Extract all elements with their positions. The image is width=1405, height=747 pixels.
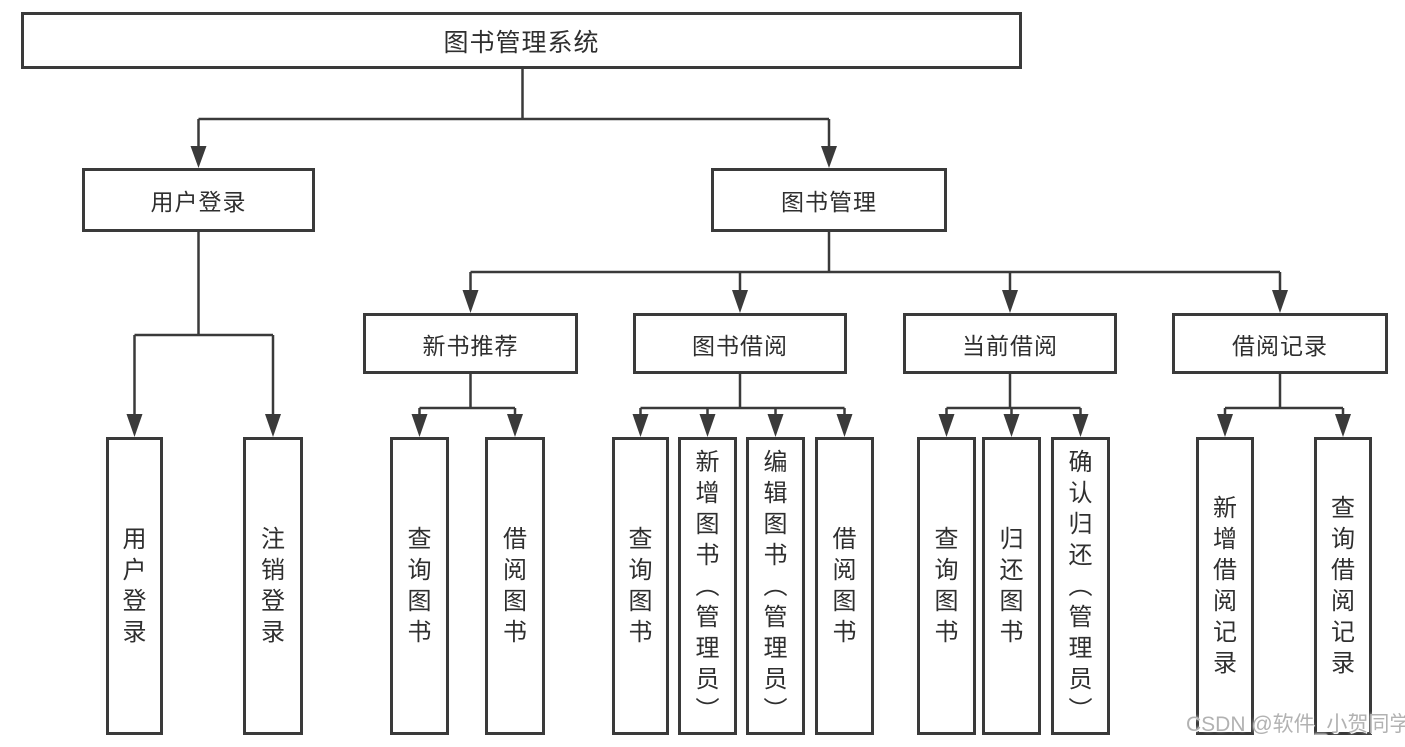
node-book-management: 图书管理: [711, 168, 947, 232]
node-label: 查 询 图 书: [934, 526, 959, 646]
node-label: 图书管理: [781, 189, 877, 215]
node-label: 查 询 图 书: [407, 526, 432, 646]
leaf-query-books-3: 查 询 图 书: [917, 437, 976, 735]
leaf-query-books-1: 查 询 图 书: [390, 437, 449, 735]
node-label: 借阅记录: [1232, 332, 1328, 359]
connectors-user-login: [126, 231, 281, 437]
node-book-borrowing: 图书借阅: [633, 313, 847, 374]
node-label: 用 户 登 录: [122, 526, 147, 646]
node-label: 新书推荐: [422, 332, 519, 359]
node-current-borrowing: 当前借阅: [903, 313, 1117, 374]
leaf-user-login: 用 户 登 录: [106, 437, 163, 735]
leaf-return-books: 归 还 图 书: [982, 437, 1041, 735]
leaf-borrow-books-1: 借 阅 图 书: [485, 437, 545, 735]
node-label: 编 辑 图 书 ︵ 管 理 员 ︶: [763, 448, 788, 724]
leaf-query-borrow-record: 查 询 借 阅 记 录: [1314, 437, 1372, 735]
leaf-logout: 注 销 登 录: [243, 437, 303, 735]
leaf-confirm-return-admin: 确 认 归 还 ︵ 管 理 员 ︶: [1051, 437, 1110, 735]
connectors-root: [190, 68, 837, 168]
node-label: 图书借阅: [692, 332, 788, 359]
node-user-login: 用户登录: [82, 168, 315, 232]
leaf-query-books-2: 查 询 图 书: [612, 437, 669, 735]
node-borrow-records: 借阅记录: [1172, 313, 1388, 374]
connectors-book-borrowing: [632, 372, 853, 437]
node-label: 新 增 借 阅 记 录: [1213, 495, 1237, 677]
node-label: 当前借阅: [962, 332, 1058, 359]
node-label: 注 销 登 录: [261, 526, 285, 646]
node-label: 借 阅 图 书: [832, 526, 857, 646]
node-new-book-recommendation: 新书推荐: [363, 313, 578, 374]
node-label: 归 还 图 书: [999, 526, 1024, 646]
node-label: 新 增 图 书 ︵ 管 理 员 ︶: [695, 448, 720, 724]
node-label: 借 阅 图 书: [503, 526, 527, 646]
leaf-edit-book-admin: 编 辑 图 书 ︵ 管 理 员 ︶: [746, 437, 805, 735]
watermark: CSDN @软件_小贺同学: [1186, 713, 1405, 736]
node-library-management-system: 图书管理系统: [21, 12, 1022, 69]
connectors-current-borrowing: [938, 372, 1089, 437]
node-label: 图书管理系统: [443, 28, 600, 57]
node-label: 查 询 图 书: [628, 526, 653, 646]
connectors-book-management: [462, 231, 1288, 313]
connectors-borrow-records: [1217, 372, 1351, 437]
node-label: 查 询 借 阅 记 录: [1331, 495, 1355, 677]
leaf-add-borrow-record: 新 增 借 阅 记 录: [1196, 437, 1254, 735]
node-label: 用户登录: [150, 189, 247, 215]
leaf-borrow-books-2: 借 阅 图 书: [815, 437, 874, 735]
node-label: 确 认 归 还 ︵ 管 理 员 ︶: [1068, 448, 1093, 724]
connectors-new-book-recommendation: [411, 372, 523, 437]
leaf-add-book-admin: 新 增 图 书 ︵ 管 理 员 ︶: [678, 437, 737, 735]
